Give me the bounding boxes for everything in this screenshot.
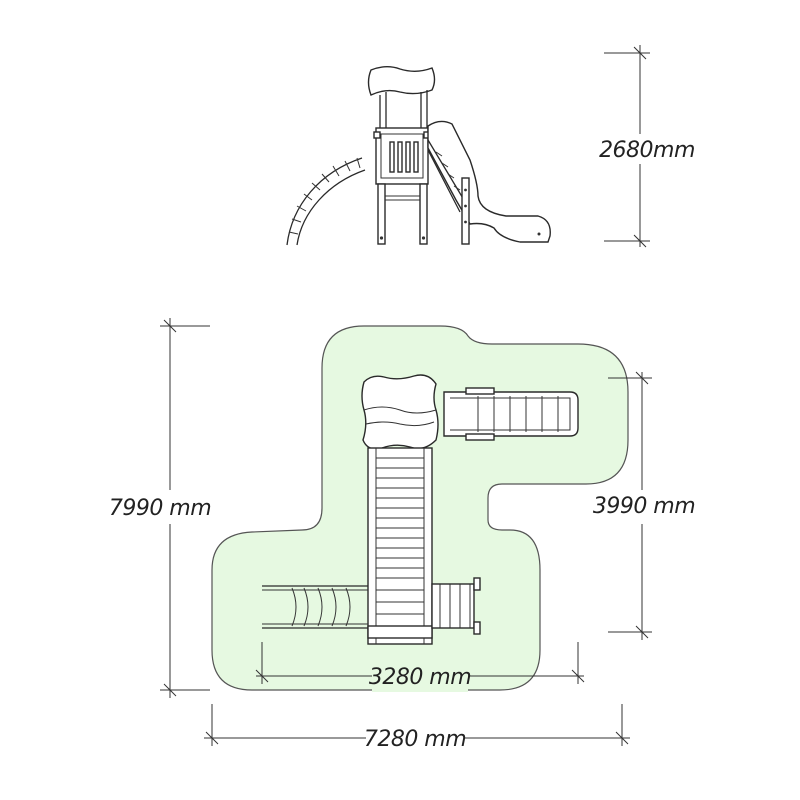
ladder-post	[461, 177, 470, 245]
depth-total-label: 7990 mm	[109, 496, 211, 521]
width-inner-dimension: 3280 mm	[255, 642, 585, 692]
walkway-plan	[367, 447, 433, 645]
curved-climber-side	[286, 157, 366, 246]
tower-roof-plan	[361, 374, 439, 450]
step-ladder-plan	[431, 577, 481, 635]
depth-total-dimension: 7990 mm	[109, 318, 212, 698]
height-dimension: 2680mm	[599, 45, 695, 248]
curved-climber-plan	[262, 585, 368, 629]
slide-side	[427, 120, 551, 243]
slide-plan	[443, 387, 579, 441]
tower-leg	[419, 183, 428, 245]
width-inner-label: 3280 mm	[369, 665, 471, 690]
roof-side	[367, 66, 436, 96]
width-total-label: 7280 mm	[364, 727, 466, 752]
side-elevation	[286, 66, 551, 246]
height-label: 2680mm	[599, 138, 695, 163]
width-total-dimension: 7280 mm	[204, 704, 630, 754]
depth-partial-label: 3990 mm	[593, 494, 695, 519]
tower-leg	[377, 183, 386, 245]
depth-partial-dimension: 3990 mm	[593, 371, 696, 640]
